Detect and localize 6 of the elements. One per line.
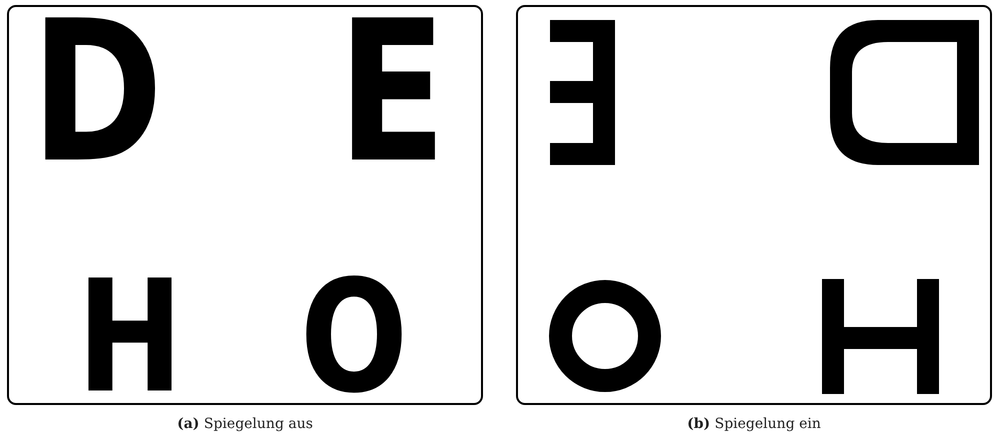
- caption: (a) Spiegelung aus: [177, 416, 313, 432]
- letter: H: [76, 260, 184, 414]
- letter: E: [337, 0, 447, 190]
- letter: D: [30, 0, 164, 190]
- letter: O: [300, 260, 408, 414]
- caption: (b) Spiegelung ein: [687, 416, 821, 432]
